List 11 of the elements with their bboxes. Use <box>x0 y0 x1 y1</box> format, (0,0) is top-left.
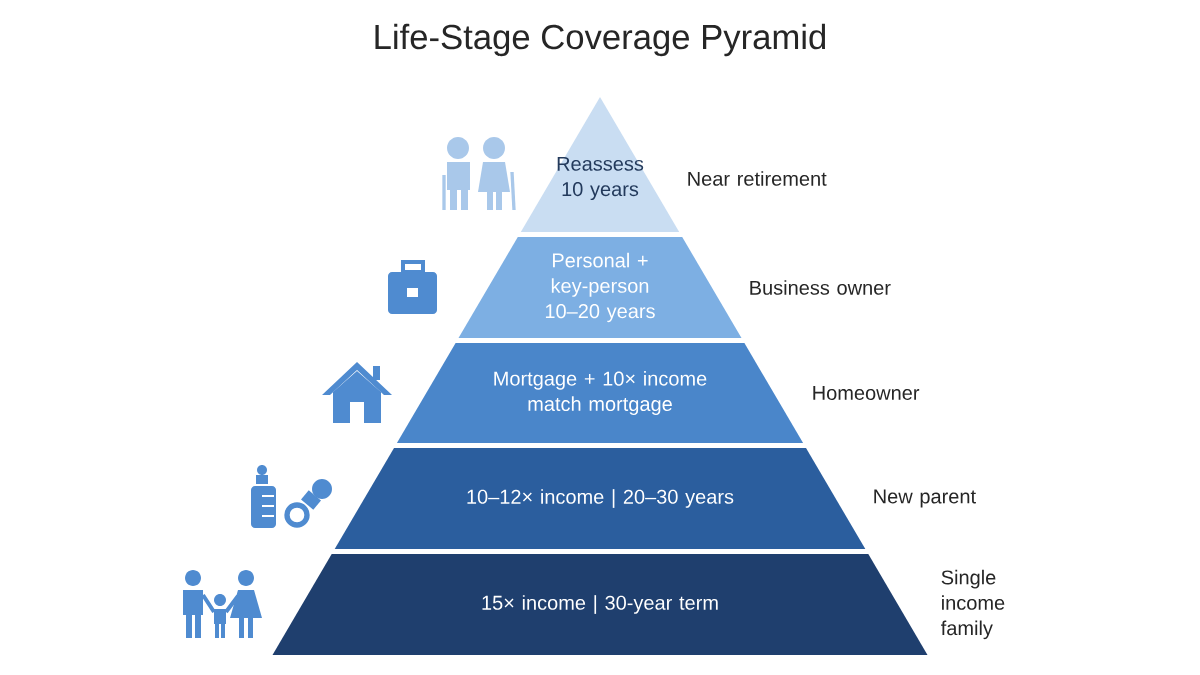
pyramid-tier: 15× income | 30-year term <box>272 554 928 655</box>
pyramid-tier: Personal + key-person 10–20 years <box>458 237 742 338</box>
stage-label: Single income family <box>941 569 1005 640</box>
title: Life-Stage Coverage Pyramid <box>375 23 826 57</box>
stage-label: New parent <box>874 489 976 508</box>
pyramid-tier: 10–12× income | 20–30 years <box>334 448 866 549</box>
stage-label: Near retirement <box>688 171 827 186</box>
pyramid-tier: Mortgage + 10× income match mortgage <box>396 343 804 443</box>
stage-label: Business owner <box>750 280 891 295</box>
pyramid-tier: Reassess 10 years <box>520 97 680 232</box>
stage-label: Homeowner <box>813 386 920 400</box>
